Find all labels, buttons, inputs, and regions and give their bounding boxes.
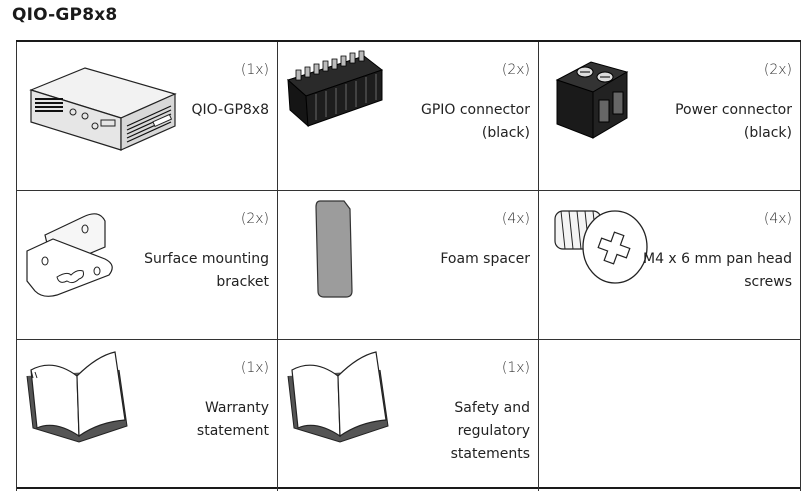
item-cell-safety: (1x) Safety and regulatory statements	[278, 340, 539, 491]
item-cell-warranty: (1x) Warranty statement	[16, 340, 278, 491]
item-cell-empty	[539, 340, 801, 491]
quantity-label: (4x)	[763, 211, 792, 227]
mounting-bracket-icon	[23, 199, 129, 299]
item-label: Safety and regulatory statements	[450, 400, 530, 462]
quantity-label: (2x)	[763, 62, 792, 78]
quantity-label: (1x)	[501, 360, 530, 376]
page-title: QIO-GP8x8	[12, 5, 118, 25]
booklet-icon	[23, 348, 135, 444]
item-label: GPIO connector (black)	[420, 102, 530, 141]
contents-table: (1x) QIO-GP8x8 (2x) GPIO connec	[16, 40, 801, 491]
quantity-label: (1x)	[240, 62, 269, 78]
item-label: Warranty statement	[196, 400, 269, 439]
terminal-block-icon	[286, 50, 384, 132]
item-cell-screws: (4x) M4 x 6 mm pan head screws	[539, 191, 801, 340]
item-label: QIO-GP8x8	[191, 102, 269, 118]
item-cell-power-connector: (2x) Power connector (black)	[539, 42, 801, 191]
quantity-label: (2x)	[240, 211, 269, 227]
foam-spacer-icon	[314, 199, 358, 299]
quantity-label: (1x)	[240, 360, 269, 376]
item-cell-device: (1x) QIO-GP8x8	[16, 42, 278, 191]
item-label: Power connector (black)	[675, 102, 792, 141]
quantity-label: (4x)	[501, 211, 530, 227]
quantity-label: (2x)	[501, 62, 530, 78]
booklet-icon	[284, 348, 396, 444]
item-cell-mounting-bracket: (2x) Surface mounting bracket	[16, 191, 278, 340]
item-label: Foam spacer	[440, 251, 530, 267]
item-label: Surface mounting bracket	[144, 251, 269, 290]
power-connector-icon	[551, 50, 633, 146]
screw-icon	[547, 197, 651, 289]
device-box-icon	[23, 60, 185, 155]
item-cell-gpio-connector: (2x) GPIO connector (black)	[278, 42, 539, 191]
item-label: M4 x 6 mm pan head screws	[643, 251, 792, 290]
item-cell-foam-spacer: (4x) Foam spacer	[278, 191, 539, 340]
